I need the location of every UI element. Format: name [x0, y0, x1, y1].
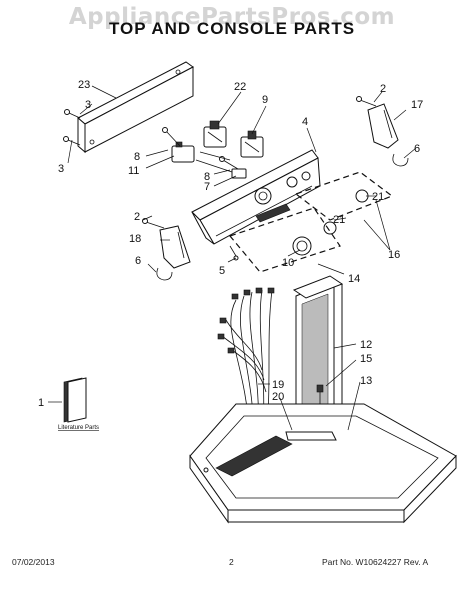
end-cap-right	[356, 96, 409, 167]
console-panel	[191, 149, 321, 245]
label-6b: 6	[135, 255, 141, 267]
timer-switch-22	[203, 120, 227, 148]
label-8a: 8	[134, 151, 140, 163]
label-15: 15	[360, 353, 372, 365]
label-4: 4	[302, 116, 308, 128]
label-17: 17	[411, 99, 423, 111]
label-21a: 21	[372, 191, 384, 203]
leader-lines	[48, 85, 417, 431]
screw-15	[316, 384, 324, 404]
label-13: 13	[360, 375, 372, 387]
page-title: TOP AND CONSOLE PARTS	[108, 19, 356, 38]
label-21b: 21	[333, 214, 345, 226]
label-14: 14	[348, 273, 360, 285]
switch-9	[240, 130, 264, 158]
label-18: 18	[129, 233, 141, 245]
top-panel	[189, 403, 457, 524]
label-23: 23	[78, 79, 90, 91]
label-19: 19	[272, 379, 284, 391]
footer-part-number: Part No. W10624227 Rev. A	[322, 557, 429, 567]
screw-icon	[63, 109, 81, 146]
label-10: 10	[282, 257, 294, 269]
screw-5	[229, 245, 239, 261]
label-3a: 3	[85, 99, 91, 111]
label-5: 5	[219, 265, 225, 277]
label-1: 1	[38, 397, 44, 409]
label-6a: 6	[414, 143, 420, 155]
knob-group-14	[228, 203, 341, 273]
switch-11	[162, 127, 195, 163]
label-2b: 2	[134, 211, 140, 223]
literature-label: Literature Parts	[58, 425, 99, 431]
label-20: 20	[272, 391, 284, 403]
label-2a: 2	[380, 83, 386, 95]
label-8b: 8	[204, 171, 210, 183]
label-9: 9	[262, 94, 268, 106]
label-16: 16	[388, 249, 400, 261]
label-3b: 3	[58, 163, 64, 175]
label-7: 7	[204, 181, 210, 193]
connector-7	[219, 156, 247, 179]
footer-date: 07/02/2013	[12, 557, 55, 567]
knob-group-16	[294, 171, 394, 235]
literature-parts-icon	[63, 377, 87, 423]
console-rear-cover	[77, 61, 194, 154]
label-12: 12	[360, 339, 372, 351]
label-22: 22	[234, 81, 246, 93]
label-11: 11	[128, 165, 139, 177]
watermark: AppliancePartsPros.com	[68, 4, 396, 30]
end-cap-left	[142, 218, 191, 281]
footer-page: 2	[229, 557, 234, 567]
